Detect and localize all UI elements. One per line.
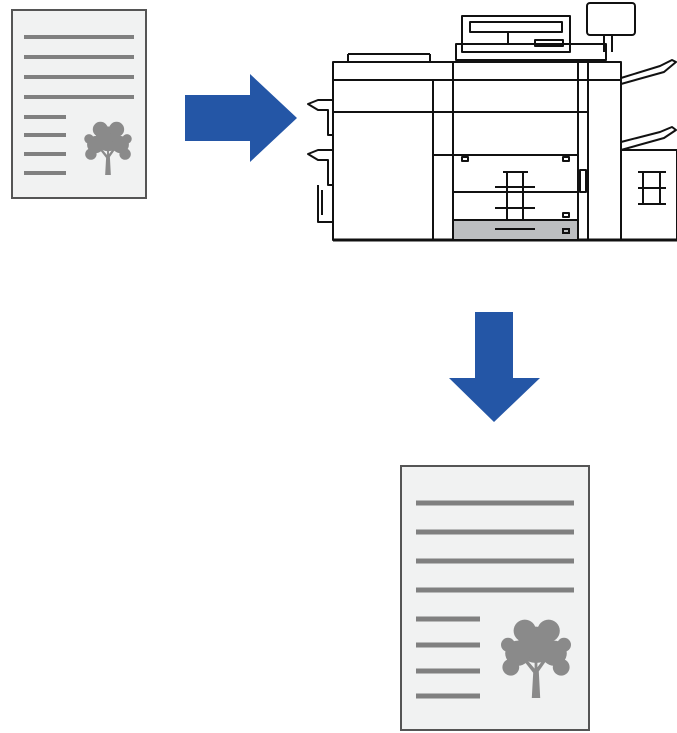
arrow-right-icon [185, 74, 297, 162]
original-document [11, 9, 147, 199]
original-text-lines [24, 35, 134, 175]
original-paper [11, 9, 147, 199]
arrow-down-icon [449, 312, 540, 422]
printer-tray-lines [495, 228, 570, 234]
printer-icon [307, 2, 677, 242]
output-document [400, 465, 590, 731]
output-paper [400, 465, 590, 731]
output-text-lines [416, 500, 574, 699]
